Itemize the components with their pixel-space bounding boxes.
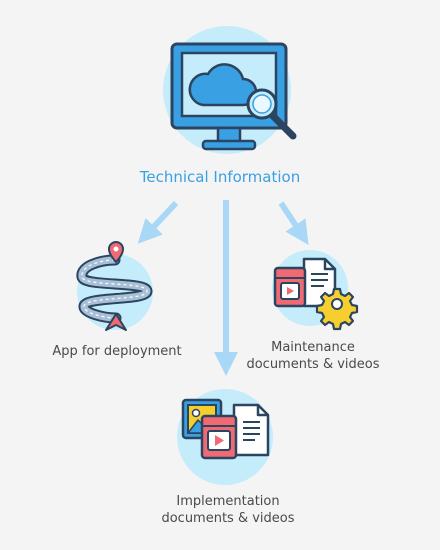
node-label-deployment: App for deployment — [20, 343, 214, 360]
node-label-implementation-line2: documents & videos — [161, 511, 295, 526]
node-label-implementation-line1: Implementation — [176, 494, 280, 509]
arrow-to-deployment — [137, 200, 179, 244]
arrow-to-maintenance — [278, 201, 309, 246]
connector-arrows — [137, 200, 309, 376]
node-label-deployment-text: App for deployment — [52, 344, 182, 359]
root-label: Technical Information — [139, 168, 301, 186]
roadmap-pin-icon — [76, 240, 153, 331]
monitor-cloud-search-icon — [163, 26, 297, 154]
node-label-maintenance-line1: Maintenance — [271, 340, 355, 355]
docs-video-image-icon — [177, 389, 273, 485]
node-label-implementation: Implementation documents & videos — [130, 493, 326, 527]
node-label-maintenance: Maintenance documents & videos — [230, 339, 396, 373]
node-label-maintenance-line2: documents & videos — [246, 357, 380, 372]
docs-video-gear-icon — [272, 250, 359, 331]
